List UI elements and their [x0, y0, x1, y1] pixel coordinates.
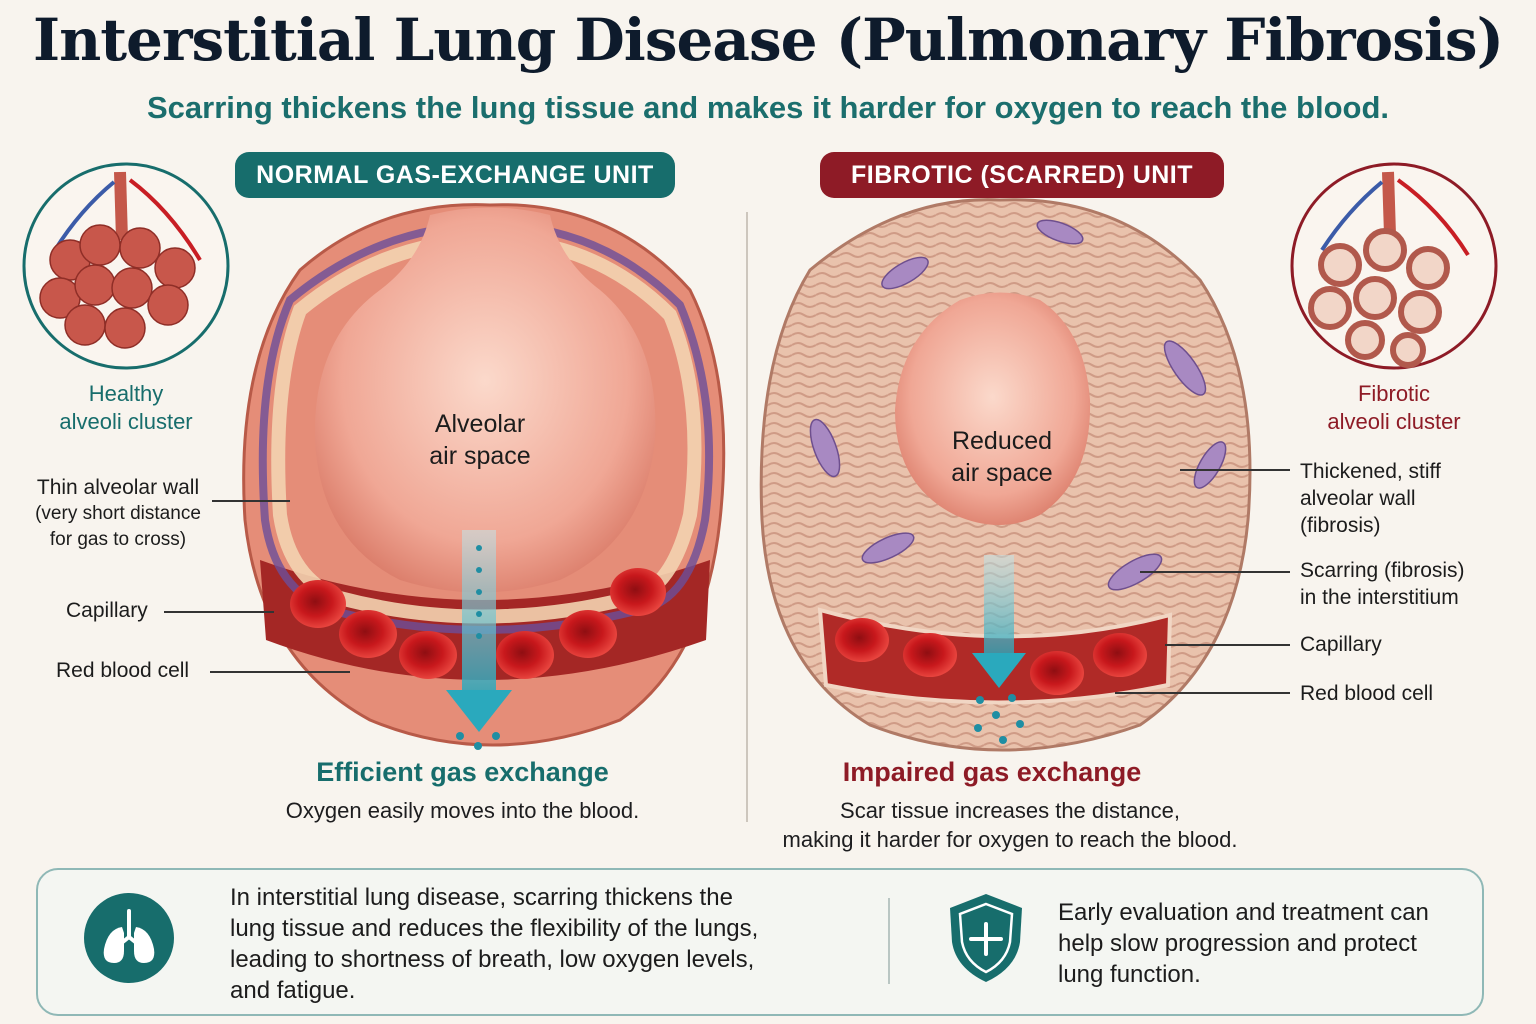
- normal-unit-header: NORMAL GAS-EXCHANGE UNIT: [235, 152, 675, 198]
- normal-air-space: [314, 207, 656, 593]
- fibrotic-outcome-text: Scar tissue increases the distance,makin…: [782, 798, 1238, 852]
- normal-alveolus-illustration: [242, 203, 726, 750]
- normal-wall-leader: [212, 500, 290, 502]
- summary-left-text: In interstitial lung disease, scarring t…: [230, 884, 759, 1004]
- healthy-alveoli-cluster: [22, 162, 230, 370]
- fibrotic-rbc-label: Red blood cell: [1300, 682, 1434, 705]
- fibrotic-scarring-leader: [1140, 571, 1290, 573]
- normal-rbc-leader: [210, 671, 350, 673]
- fibrotic-unit-header: FIBROTIC (SCARRED) UNIT: [820, 152, 1224, 198]
- fibrotic-capillary-leader: [1165, 644, 1290, 646]
- fibrotic-alveoli-cluster: [1290, 162, 1498, 370]
- fibrotic-oxygen-arrow: [972, 555, 1026, 744]
- fibrotic-red-blood-cells: [835, 618, 1147, 695]
- fibrotic-alveolus-illustration: [759, 198, 1252, 752]
- page-subtitle: Scarring thickens the lung tissue and ma…: [147, 90, 1389, 125]
- normal-red-blood-cells: [290, 568, 666, 679]
- fibrotic-rbc-leader: [1115, 692, 1290, 694]
- fibrotic-capillary-label: Capillary: [1300, 633, 1382, 656]
- fibrotic-scarring-label: Scarring (fibrosis) in the interstitium: [1300, 559, 1465, 609]
- page-title: Interstitial Lung Disease (Pulmonary Fib…: [32, 6, 1504, 74]
- normal-capillary-label: Capillary: [66, 599, 148, 622]
- normal-capillary-leader: [164, 611, 274, 613]
- fibroblast-cells: [809, 219, 1227, 591]
- normal-wall-label: Thin alveolar wall (very short distance …: [35, 476, 201, 550]
- summary-box: [36, 868, 1484, 1016]
- fibrotic-air-space: [895, 292, 1091, 525]
- panel-divider: [746, 212, 748, 822]
- summary-divider: [888, 898, 890, 984]
- normal-rbc-label: Red blood cell: [56, 659, 190, 682]
- summary-right-text: Early evaluation and treatment can help …: [1058, 899, 1429, 988]
- shield-plus-icon: [950, 894, 1022, 982]
- normal-outcome-text: Oxygen easily moves into the blood.: [285, 798, 640, 823]
- normal-oxygen-arrow: [446, 530, 512, 750]
- normal-outcome-title: Efficient gas exchange: [316, 757, 609, 787]
- fibrotic-wall-leader: [1180, 469, 1290, 471]
- lungs-icon: [84, 893, 174, 983]
- fibrotic-outcome-title: Impaired gas exchange: [842, 757, 1142, 787]
- fibrotic-wall-label: Thickened, stiff alveolar wall (fibrosis…: [1300, 460, 1441, 537]
